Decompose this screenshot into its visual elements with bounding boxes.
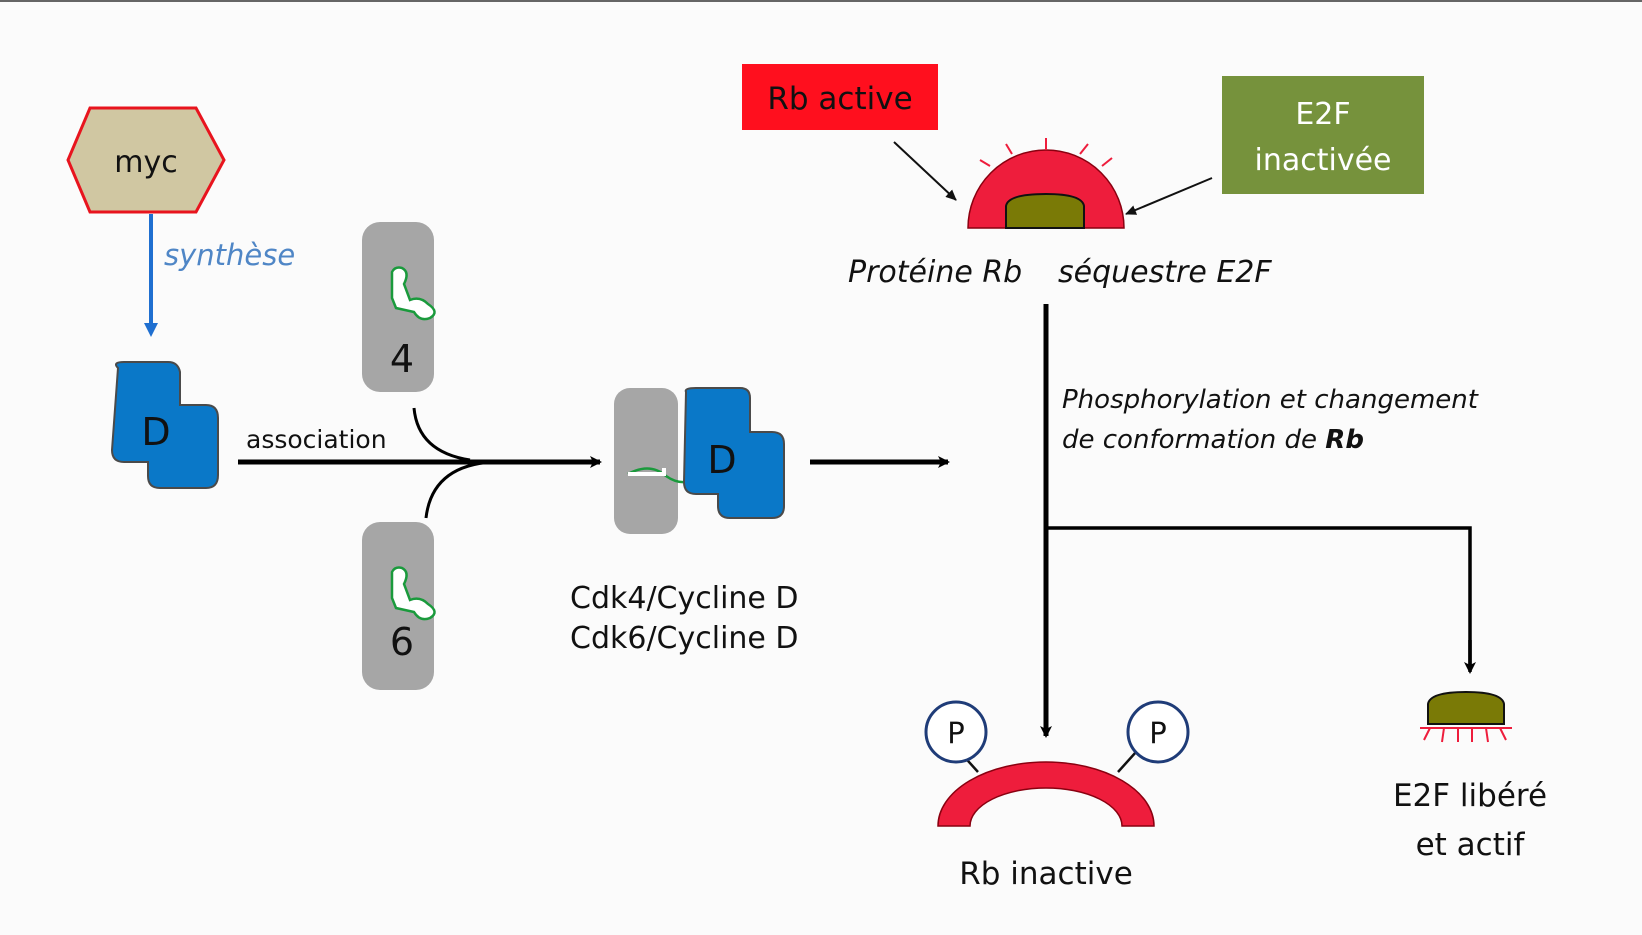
cyclin-d-protein: D	[110, 361, 219, 489]
e2f-inactive-box: E2F inactivée	[1222, 76, 1424, 194]
rb-active-label: Rb active	[767, 81, 912, 117]
myc-label: myc	[114, 145, 177, 180]
cdk4-protein: 4	[362, 222, 436, 392]
rb-active-pointer	[893, 141, 957, 201]
rb-inactive-protein: P P	[924, 700, 1190, 827]
rb-sequestre-label-a: Protéine Rb	[848, 255, 1022, 290]
e2f-inactive-line1: E2F	[1295, 97, 1350, 132]
rb-active-box: Rb active	[742, 64, 938, 130]
cdk6-merge-curve	[424, 460, 493, 519]
synthese-label: synthèse	[164, 238, 295, 272]
e2f-release-path	[1046, 526, 1472, 668]
e2f-free-line2: et actif	[1416, 827, 1526, 863]
e2f-free-line1: E2F libéré	[1393, 778, 1547, 814]
rb-e2f-complex	[967, 138, 1125, 229]
complex-label-line2: Cdk6/Cycline D	[570, 621, 799, 656]
cdk4-merge-curve	[412, 407, 471, 462]
p-left-label: P	[947, 716, 965, 750]
e2f-inactive-pointer	[1125, 177, 1213, 215]
e2f-free-protein	[1420, 690, 1512, 743]
cdk6-protein: 6	[362, 522, 436, 690]
phospho-label-line1: Phosphorylation et changement	[1062, 385, 1479, 415]
complex-label-line1: Cdk4/Cycline D	[570, 581, 799, 616]
cdk4-label: 4	[390, 337, 414, 381]
rb-sequestre-label-b: séquestre E2F	[1058, 255, 1272, 290]
cdk6-label: 6	[390, 620, 414, 664]
complex-d-label: D	[707, 438, 736, 482]
cdk-cyclin-complex: D	[614, 387, 785, 534]
association-label: association	[246, 425, 387, 454]
p-right-label: P	[1149, 716, 1167, 750]
cyclin-d-label: D	[141, 410, 170, 454]
myc-node: myc	[66, 106, 226, 214]
e2f-inactive-line2: inactivée	[1255, 143, 1392, 178]
rb-inactive-label: Rb inactive	[959, 856, 1133, 892]
phospho-label-line2: de conformation de Rb	[1062, 425, 1364, 455]
